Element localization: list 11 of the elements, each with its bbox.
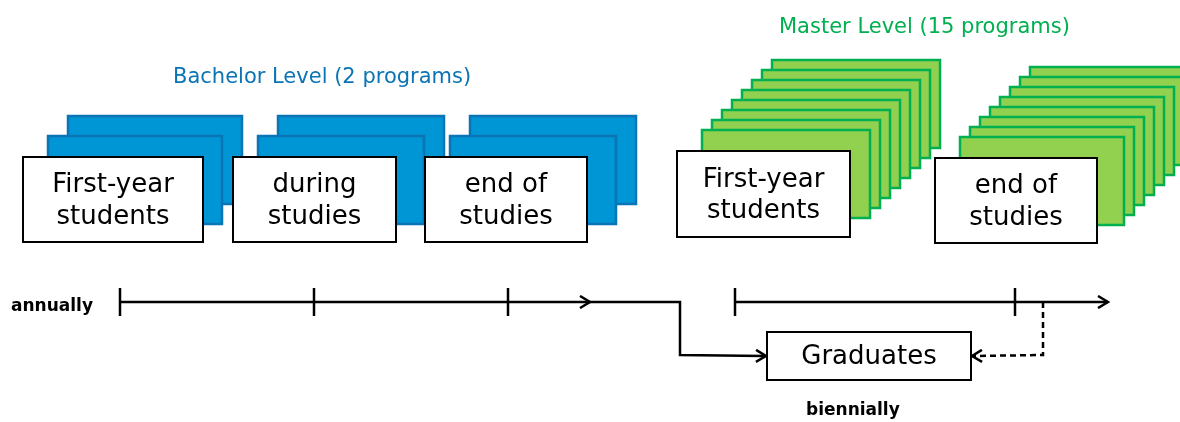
connector-arrow: [590, 300, 768, 364]
stage-box: First-year students: [22, 156, 204, 243]
stage-box: Graduates: [766, 331, 972, 381]
frequency-label: annually: [11, 295, 93, 315]
section-heading: Bachelor Level (2 programs): [173, 64, 472, 88]
section-heading: Master Level (15 programs): [779, 14, 1070, 38]
frequency-label: biennially: [806, 399, 900, 419]
stage-box: end of studies: [424, 156, 588, 243]
stage-box: First-year students: [676, 150, 851, 238]
stage-box: during studies: [232, 156, 397, 243]
stage-box: end of studies: [934, 157, 1098, 244]
